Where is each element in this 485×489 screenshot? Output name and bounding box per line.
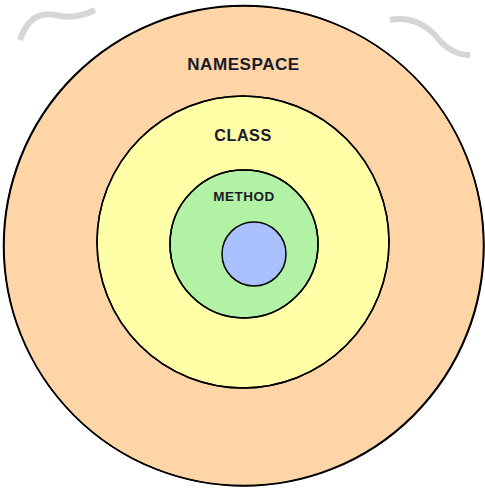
scope-label: CLASS [97,127,389,145]
circle-outline [170,170,318,318]
scope-circle: NAMESPACE CLASS METHOD [4,6,484,486]
circle-outline [4,6,484,486]
circle-outline [4,6,484,486]
namespace-disc [4,6,484,486]
watermark-swirl [390,19,470,55]
method-disc [170,170,318,318]
scope-label: NAMESPACE [4,56,484,75]
watermark-swirl [20,10,95,40]
class-disc [97,96,389,388]
scope-circle: METHOD [170,170,318,318]
inner-disc [222,222,286,286]
scope-label: METHOD [170,190,318,205]
scope-circle: CLASS METHOD [97,96,389,388]
circle-outline [97,96,389,388]
